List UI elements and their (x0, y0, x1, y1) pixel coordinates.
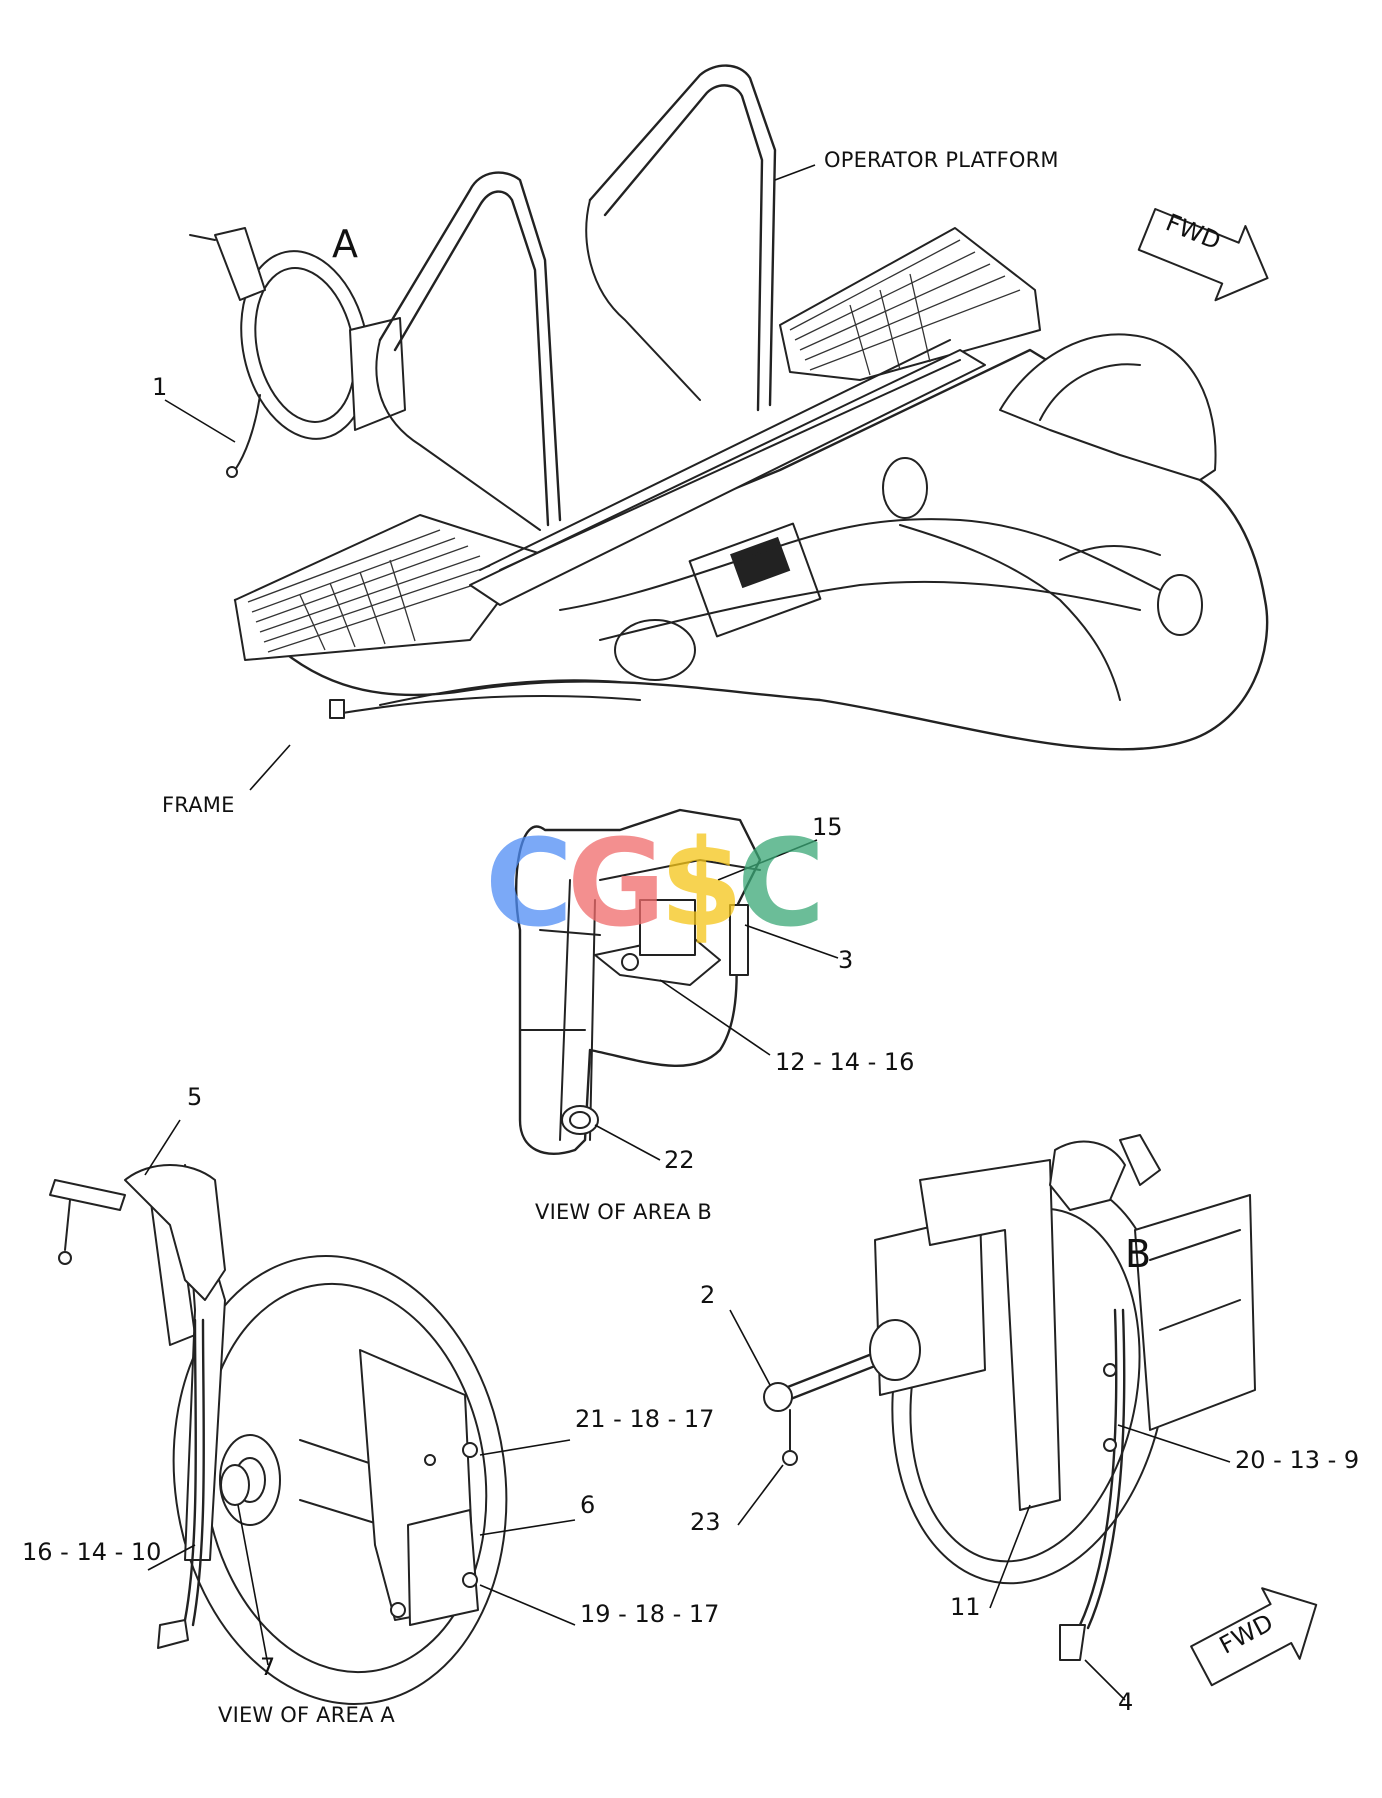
watermark-letter-2: G (567, 815, 665, 954)
handrail-front (588, 64, 777, 407)
pump (1157, 574, 1203, 636)
callout-1: 1 (152, 373, 168, 401)
leader-12-14-16 (659, 979, 771, 1056)
leader-23 (737, 1464, 784, 1526)
item-23-fitting (782, 1450, 798, 1466)
item-7-swivel (220, 1464, 250, 1506)
item-4-coupler (1059, 1624, 1086, 1661)
callout-11: 11 (950, 1593, 981, 1621)
watermark-letter-3: $ (659, 815, 743, 954)
item-3-bracket (639, 899, 696, 956)
watermark-letter-1: C (485, 815, 573, 954)
callout-6: 6 (580, 1491, 596, 1519)
watermark-logo: CG$C (485, 825, 825, 945)
item-22-pin (561, 1105, 599, 1135)
callout-4: 4 (1118, 1688, 1134, 1716)
fwd-arrow-bottom (1190, 1587, 1318, 1687)
view-area-a-drawing (49, 1119, 576, 1705)
leader-1 (164, 399, 236, 443)
callout-23: 23 (690, 1508, 721, 1536)
view-area-b-reel-drawing (729, 1134, 1256, 1701)
front-hood (999, 333, 1217, 481)
leader-frame (249, 744, 291, 791)
leader-11 (989, 1504, 1031, 1609)
callout-22: 22 (664, 1146, 695, 1174)
reel-b-bracket (1134, 1194, 1256, 1431)
tank (614, 619, 696, 681)
callout-12-14-16: 12 - 14 - 16 (775, 1048, 915, 1076)
callout-3: 3 (838, 946, 854, 974)
label-operator-platform: OPERATOR PLATFORM (824, 148, 1059, 172)
caption-view-area-a: VIEW OF AREA A (218, 1703, 395, 1727)
callout-21-18-17: 21 - 18 - 17 (575, 1405, 715, 1433)
leader-15 (717, 839, 818, 881)
view-area-b-drawing (515, 808, 839, 1161)
reel-a-hub (219, 1434, 281, 1526)
fwd-arrow-top (1137, 207, 1269, 302)
callout-15: 15 (812, 813, 843, 841)
leader-5 (144, 1119, 181, 1176)
leader-21-18-17 (479, 1439, 571, 1456)
leader-4 (1084, 1659, 1126, 1701)
leader-6 (479, 1519, 576, 1536)
callout-2: 2 (700, 1281, 716, 1309)
item-5-nozzle (124, 1164, 226, 1301)
view-marker-a: A (332, 222, 358, 266)
leader-3 (744, 924, 839, 959)
callout-5: 5 (187, 1083, 203, 1111)
front-grating (779, 227, 1041, 381)
leader-19-18-17 (479, 1584, 576, 1626)
leader-20-13-9 (1117, 1424, 1231, 1463)
callout-20-13-9: 20 - 13 - 9 (1235, 1446, 1360, 1474)
leader-16-14-10 (147, 1544, 196, 1571)
caption-view-area-b: VIEW OF AREA B (535, 1200, 713, 1224)
watermark-letter-4: C (737, 815, 825, 954)
label-frame: FRAME (162, 793, 235, 817)
view-marker-b: B (1125, 1232, 1152, 1276)
leader-2 (729, 1309, 771, 1386)
callout-19-18-17: 19 - 18 - 17 (580, 1600, 720, 1628)
item-2-hose-end (763, 1382, 793, 1412)
callout-7: 7 (260, 1653, 276, 1681)
callout-16-14-10: 16 - 14 - 10 (22, 1538, 162, 1566)
leader-7 (237, 1504, 269, 1666)
deck-beam (469, 349, 986, 606)
leader-operator-platform (774, 164, 816, 181)
handrail-rear (378, 171, 562, 522)
machine-overview (164, 64, 1269, 791)
filter-canister (882, 457, 928, 519)
leader-22 (594, 1124, 661, 1161)
